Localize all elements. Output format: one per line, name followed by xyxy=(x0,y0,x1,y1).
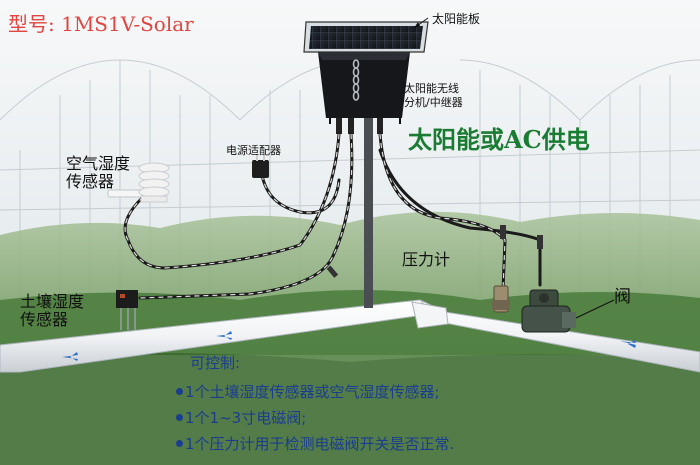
pressure-gauge-label: 压力计 xyxy=(402,250,451,269)
air-sensor-label-line1: 空气湿度 xyxy=(66,154,131,173)
solar-panel-label: 太阳能板 xyxy=(432,12,481,26)
controls-item: 1个1~3寸电磁阀; xyxy=(176,407,306,428)
air-humidity-sensor xyxy=(107,162,170,203)
mounting-pole xyxy=(364,118,373,308)
model-label: 型号: 1MS1V-Solar xyxy=(8,12,194,36)
wireless-unit-enclosure xyxy=(318,52,410,134)
controls-item: 1个压力计用于检测电磁阀开关是否正常. xyxy=(176,433,454,454)
bullet-icon xyxy=(176,414,183,421)
controls-item-text: 1个1~3寸电磁阀; xyxy=(185,409,307,427)
power-adapter-label: 电源适配器 xyxy=(226,144,281,157)
pressure-gauge xyxy=(492,285,510,313)
soil-sensor-label-line2: 传感器 xyxy=(20,310,69,329)
controls-item: 1个土壤湿度传感器或空气湿度传感器; xyxy=(176,381,440,402)
power-headline: 太阳能或AC供电 xyxy=(408,125,590,154)
air-sensor-label-line2: 传感器 xyxy=(66,172,115,191)
bullet-icon xyxy=(176,388,183,395)
wireless-unit-label-line1: 太阳能无线 xyxy=(404,82,459,95)
flow-arrows xyxy=(62,331,636,361)
solenoid-valve xyxy=(521,289,576,333)
solar-panel xyxy=(303,21,429,53)
bullet-icon xyxy=(176,440,183,447)
power-adapter xyxy=(252,154,269,178)
soil-humidity-sensor xyxy=(116,290,138,330)
valve-label: 阀 xyxy=(614,287,631,307)
controls-title: 可控制: xyxy=(190,354,241,372)
wireless-unit-label-line2: 分机/中继器 xyxy=(404,96,463,109)
controls-item-text: 1个压力计用于检测电磁阀开关是否正常. xyxy=(185,435,455,453)
controls-item-text: 1个土壤湿度传感器或空气湿度传感器; xyxy=(185,383,440,401)
soil-sensor-label-line1: 土壤湿度 xyxy=(20,292,85,311)
